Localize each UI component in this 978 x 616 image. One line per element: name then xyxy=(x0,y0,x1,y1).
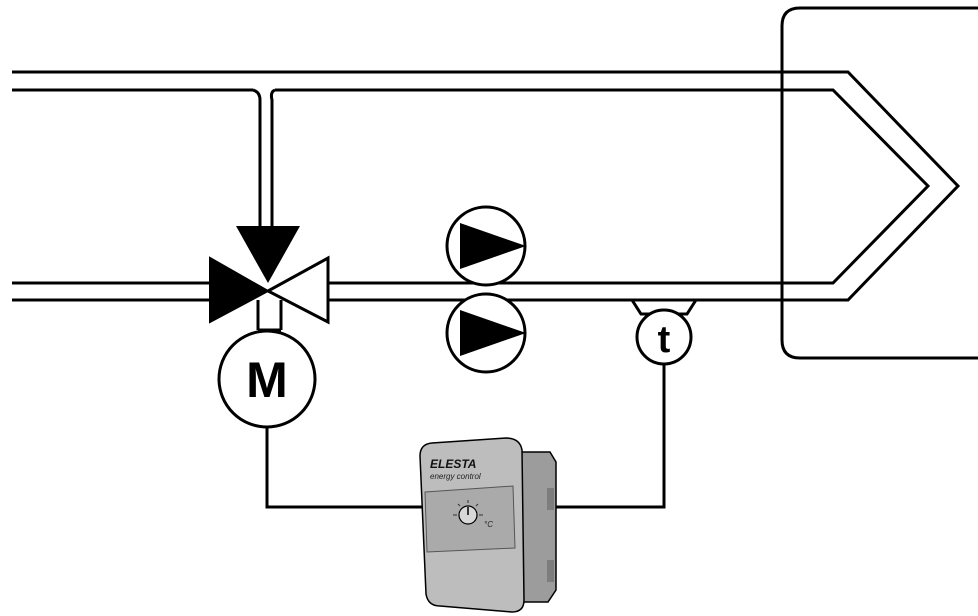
valve-motor: M xyxy=(217,329,317,429)
controller-unit: °C xyxy=(484,520,493,529)
pump-upper xyxy=(445,205,527,287)
wire-motor-to-controller xyxy=(265,427,422,509)
bypass-pipe-left xyxy=(252,88,262,226)
pump-lower-arrow-icon xyxy=(460,310,526,356)
return-pipe-outer xyxy=(12,70,961,302)
bypass-pipe-right xyxy=(269,88,276,226)
motor-label: M xyxy=(246,352,288,408)
controller-brand: ELESTA xyxy=(430,457,476,471)
three-way-mixing-valve xyxy=(209,226,330,332)
elesta-controller: ELESTA energy control °C xyxy=(419,437,557,613)
controller-tagline: energy control xyxy=(430,472,481,481)
heat-consumer-box xyxy=(780,6,978,360)
control-wiring xyxy=(265,364,666,509)
circulation-pumps xyxy=(445,205,527,374)
setpoint-knob-icon xyxy=(453,500,483,525)
pump-upper-arrow-icon xyxy=(460,223,526,269)
pipe-loop xyxy=(12,70,961,302)
valve-top-triangle xyxy=(236,226,300,283)
wire-sensor-to-controller xyxy=(548,364,666,509)
pump-lower xyxy=(445,292,527,374)
temperature-sensor: t xyxy=(630,299,698,366)
sensor-label: t xyxy=(658,319,671,361)
valve-left-triangle xyxy=(209,256,271,324)
return-pipe-inner xyxy=(275,88,931,285)
valve-right-triangle xyxy=(264,255,330,325)
